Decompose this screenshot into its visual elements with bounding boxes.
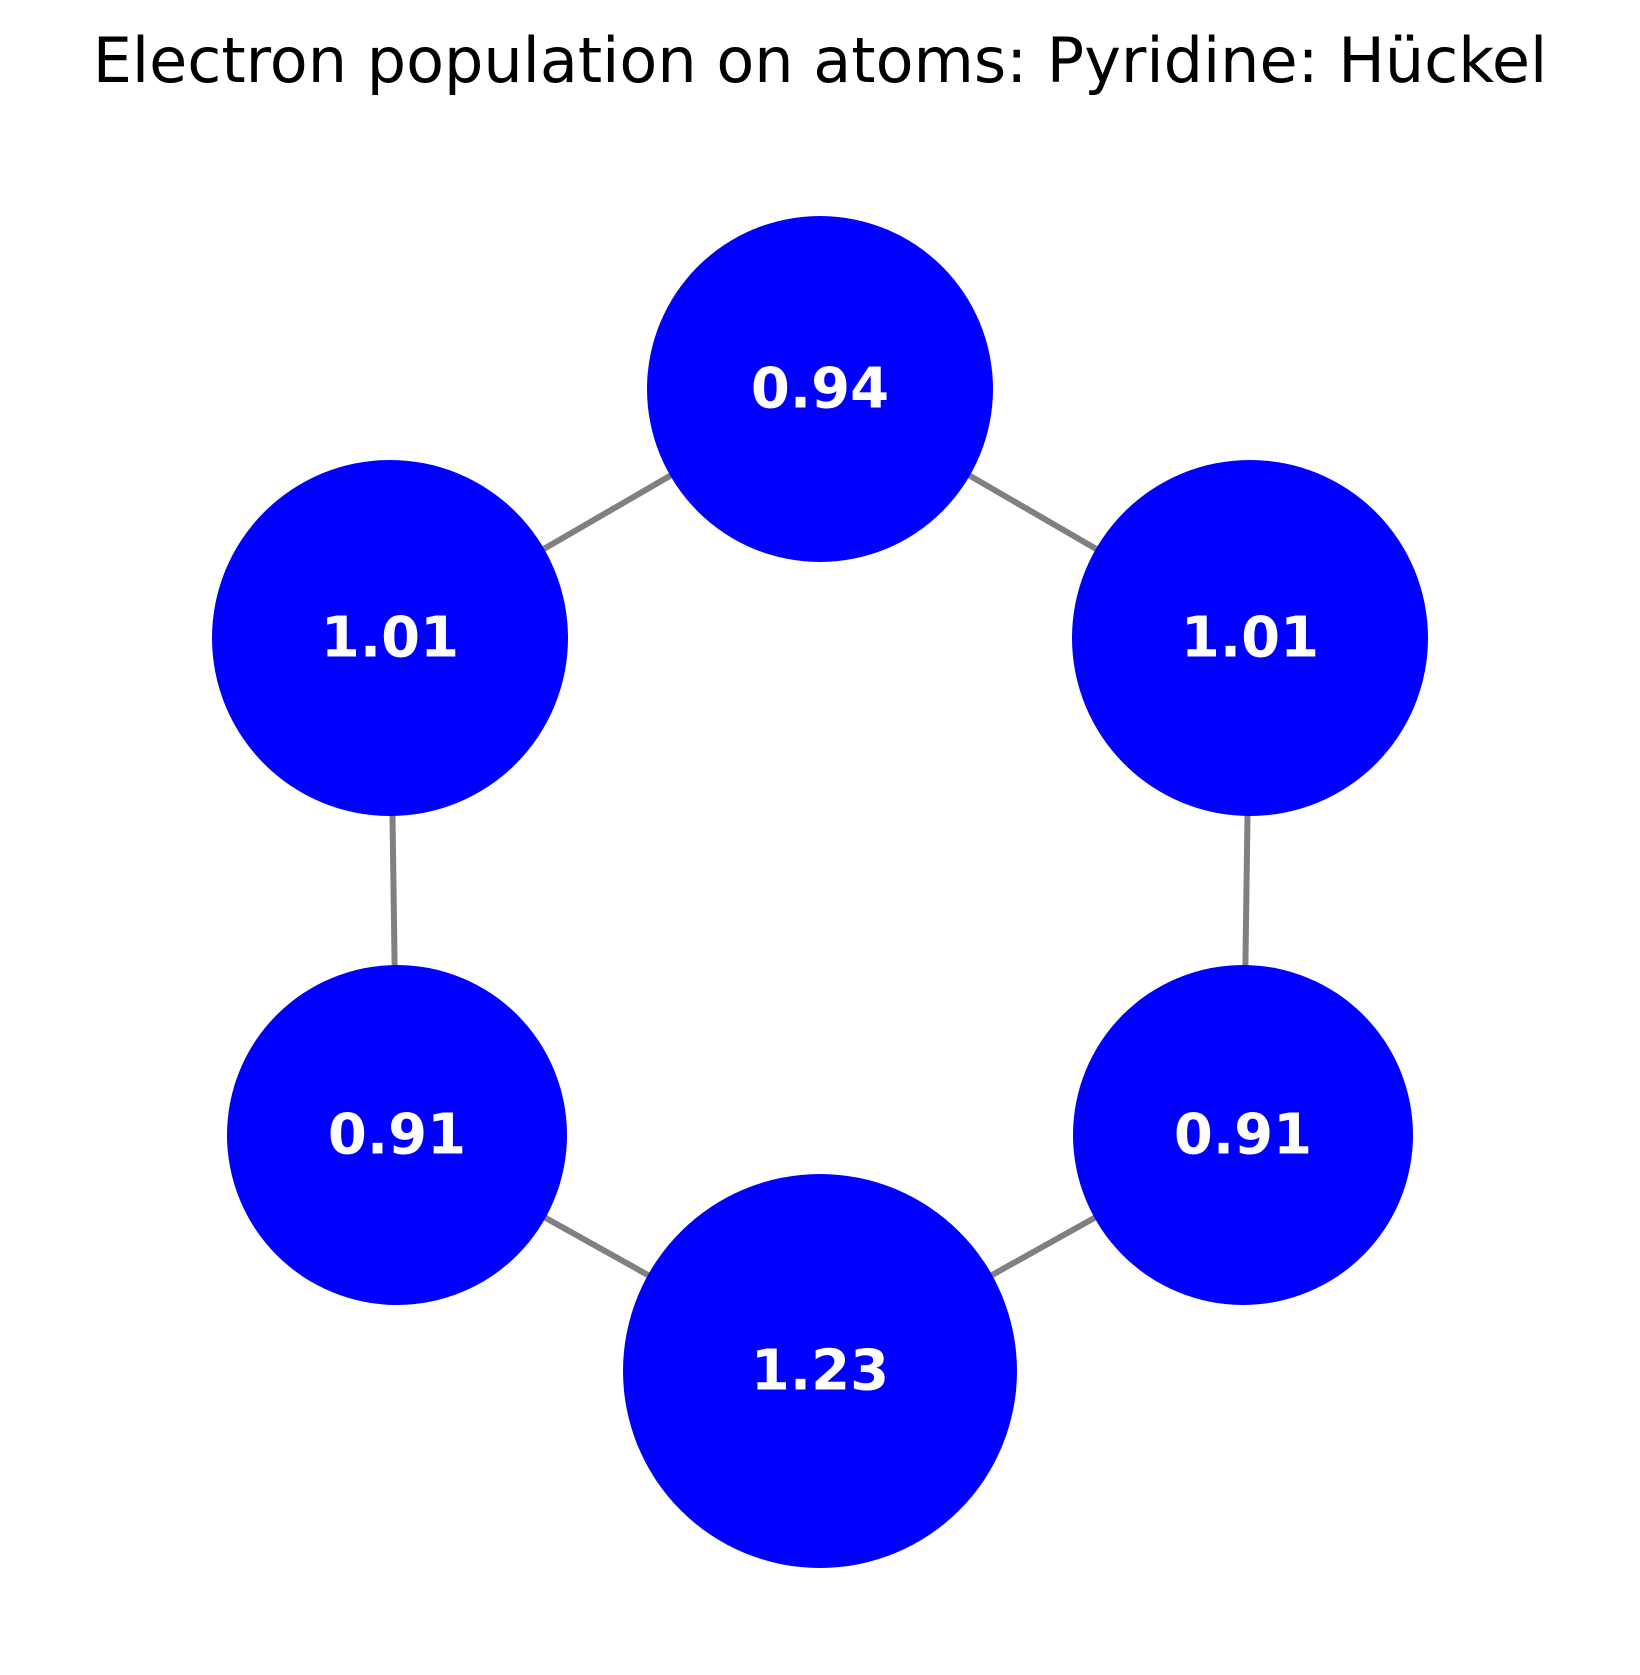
atom-population-label: 1.01 (1181, 606, 1319, 671)
atom-node-top (647, 216, 993, 562)
atom-bottom: 1.23 (623, 1174, 1017, 1568)
atom-population-label: 1.23 (751, 1339, 889, 1404)
atom-node-upper-left (212, 460, 568, 816)
atom-population-label: 0.91 (328, 1103, 466, 1168)
atom-population-label: 0.91 (1174, 1103, 1312, 1168)
diagram-title: Electron population on atoms: Pyridine: … (92, 24, 1548, 97)
atom-top: 0.94 (647, 216, 993, 562)
atoms-layer: 0.94 1.01 1.01 0.91 0.91 1.23 (212, 216, 1428, 1568)
atom-population-label: 1.01 (321, 606, 459, 671)
atom-lower-right: 0.91 (1073, 965, 1413, 1305)
atom-upper-left: 1.01 (212, 460, 568, 816)
atom-node-lower-left (227, 965, 567, 1305)
atom-node-bottom (623, 1174, 1017, 1568)
atom-node-lower-right (1073, 965, 1413, 1305)
atom-upper-right: 1.01 (1072, 460, 1428, 816)
atom-population-label: 0.94 (751, 357, 889, 422)
atom-node-upper-right (1072, 460, 1428, 816)
atom-lower-left: 0.91 (227, 965, 567, 1305)
